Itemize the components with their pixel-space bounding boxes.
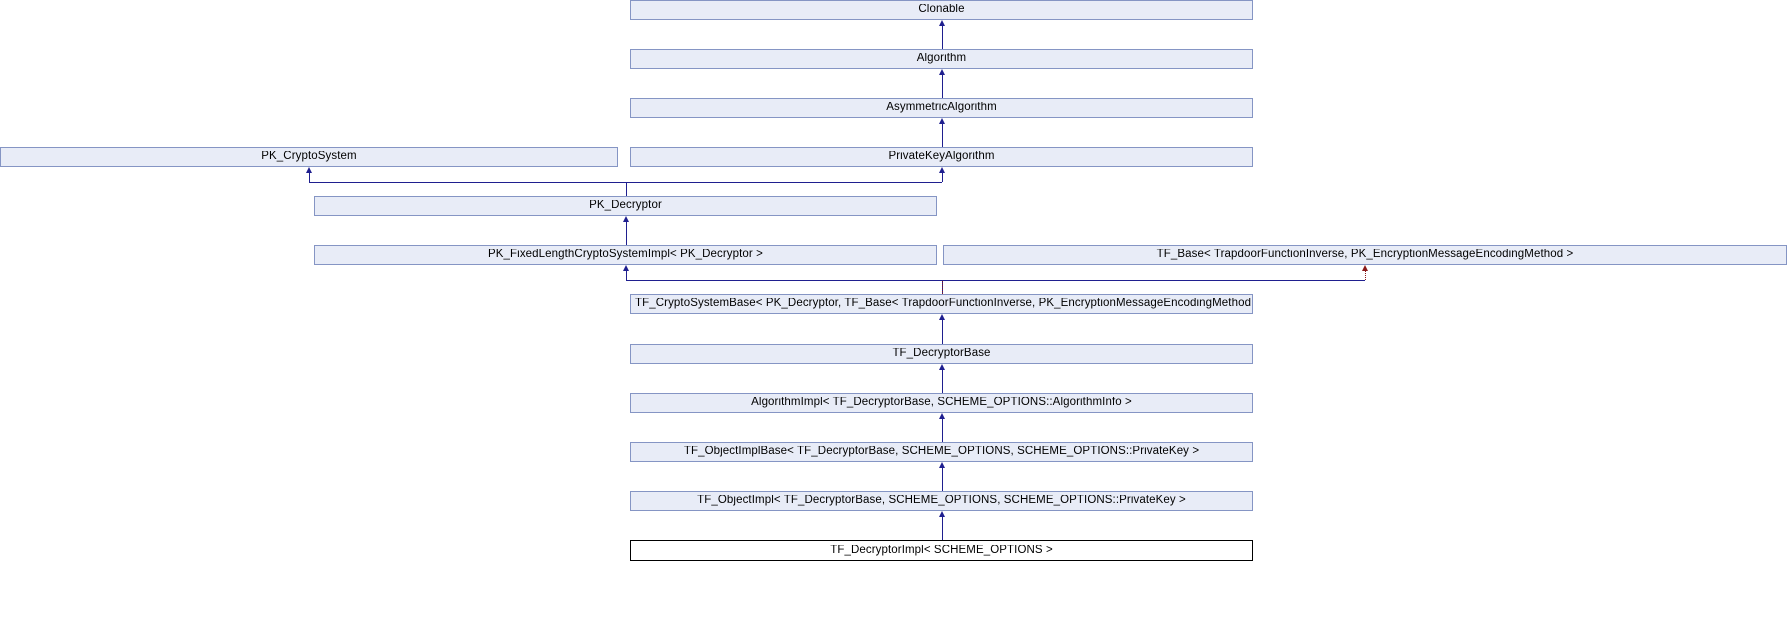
- class-node-pk-fixedlength-cryptosystemimpl[interactable]: PK_FixedLengthCryptoSystemImpl< PK_Decry…: [314, 245, 937, 265]
- edge-segment-vertical: [942, 173, 943, 182]
- class-node-tf-decryptorbase[interactable]: TF_DecryptorBase: [630, 344, 1253, 364]
- class-node-tf-base[interactable]: TF_Base< TrapdoorFunctionInverse, PK_Enc…: [943, 245, 1787, 265]
- edge-segment-vertical: [942, 370, 943, 393]
- class-node-tf-decryptorimpl[interactable]: TF_DecryptorImpl< SCHEME_OPTIONS >: [630, 540, 1253, 561]
- class-node-label: TF_CryptoSystemBase< PK_Decryptor, TF_Ba…: [635, 298, 1252, 310]
- inheritance-arrowhead-icon: [306, 167, 312, 173]
- class-node-asymmetric-algorithm[interactable]: AsymmetricAlgorithm: [630, 98, 1253, 118]
- edge-segment-vertical: [942, 280, 943, 294]
- edge-segment-vertical: [942, 468, 943, 491]
- inheritance-arrowhead-icon: [939, 462, 945, 468]
- class-node-label: PrivateKeyAlgorithm: [888, 151, 995, 163]
- edge-segment-vertical: [626, 222, 627, 245]
- edge-segment-horizontal: [942, 280, 1365, 281]
- class-node-label: PK_FixedLengthCryptoSystemImpl< PK_Decry…: [488, 249, 763, 261]
- inheritance-arrowhead-icon: [939, 511, 945, 517]
- class-node-label: AlgorithmImpl< TF_DecryptorBase, SCHEME_…: [751, 397, 1132, 409]
- edge-segment-vertical: [942, 75, 943, 98]
- class-node-algorithmimpl[interactable]: AlgorithmImpl< TF_DecryptorBase, SCHEME_…: [630, 393, 1253, 413]
- class-node-tf-objectimpl[interactable]: TF_ObjectImpl< TF_DecryptorBase, SCHEME_…: [630, 491, 1253, 511]
- inheritance-arrowhead-icon: [939, 314, 945, 320]
- inheritance-arrowhead-icon: [939, 413, 945, 419]
- class-node-pk-decryptor[interactable]: PK_Decryptor: [314, 196, 937, 216]
- edge-segment-vertical: [942, 320, 943, 344]
- class-node-tf-objectimplbase[interactable]: TF_ObjectImplBase< TF_DecryptorBase, SCH…: [630, 442, 1253, 462]
- class-node-algorithm[interactable]: Algorithm: [630, 49, 1253, 69]
- edge-segment-horizontal: [309, 182, 626, 183]
- edge-segment-vertical: [942, 26, 943, 49]
- class-node-pk-cryptosystem[interactable]: PK_CryptoSystem: [0, 147, 618, 167]
- class-node-label: Algorithm: [916, 53, 967, 65]
- inheritance-arrowhead-icon: [939, 167, 945, 173]
- class-node-label: PK_Decryptor: [589, 200, 662, 212]
- edge-segment-horizontal: [626, 280, 942, 281]
- edge-segment-vertical: [626, 182, 627, 196]
- class-node-clonable[interactable]: Clonable: [630, 0, 1253, 20]
- inheritance-arrowhead-icon: [939, 20, 945, 26]
- class-node-label: TF_DecryptorImpl< SCHEME_OPTIONS >: [830, 544, 1053, 556]
- inheritance-arrowhead-icon: [939, 118, 945, 124]
- edge-segment-vertical: [942, 419, 943, 442]
- class-node-privatekey-algorithm[interactable]: PrivateKeyAlgorithm: [630, 147, 1253, 167]
- inheritance-arrowhead-icon: [623, 216, 629, 222]
- inheritance-arrowhead-icon: [939, 69, 945, 75]
- class-node-label: AsymmetricAlgorithm: [886, 102, 997, 114]
- class-node-label: TF_Base< TrapdoorFunctionInverse, PK_Enc…: [1156, 249, 1574, 261]
- class-node-label: PK_CryptoSystem: [261, 151, 357, 163]
- edge-segment-vertical: [942, 517, 943, 540]
- edge-segment-vertical: [1365, 271, 1366, 280]
- edge-segment-vertical: [626, 271, 627, 280]
- edge-segment-horizontal: [626, 182, 942, 183]
- inheritance-arrowhead-icon: [939, 364, 945, 370]
- class-node-label: TF_ObjectImplBase< TF_DecryptorBase, SCH…: [683, 446, 1200, 458]
- inheritance-arrowhead-icon: [623, 265, 629, 271]
- edge-segment-vertical: [309, 173, 310, 182]
- class-node-label: Clonable: [918, 4, 965, 16]
- template-arrowhead-icon: [1362, 265, 1368, 271]
- edge-segment-vertical: [942, 124, 943, 147]
- class-node-label: TF_DecryptorBase: [892, 348, 991, 360]
- class-node-tf-cryptosystembase[interactable]: TF_CryptoSystemBase< PK_Decryptor, TF_Ba…: [630, 294, 1253, 314]
- class-node-label: TF_ObjectImpl< TF_DecryptorBase, SCHEME_…: [697, 495, 1186, 507]
